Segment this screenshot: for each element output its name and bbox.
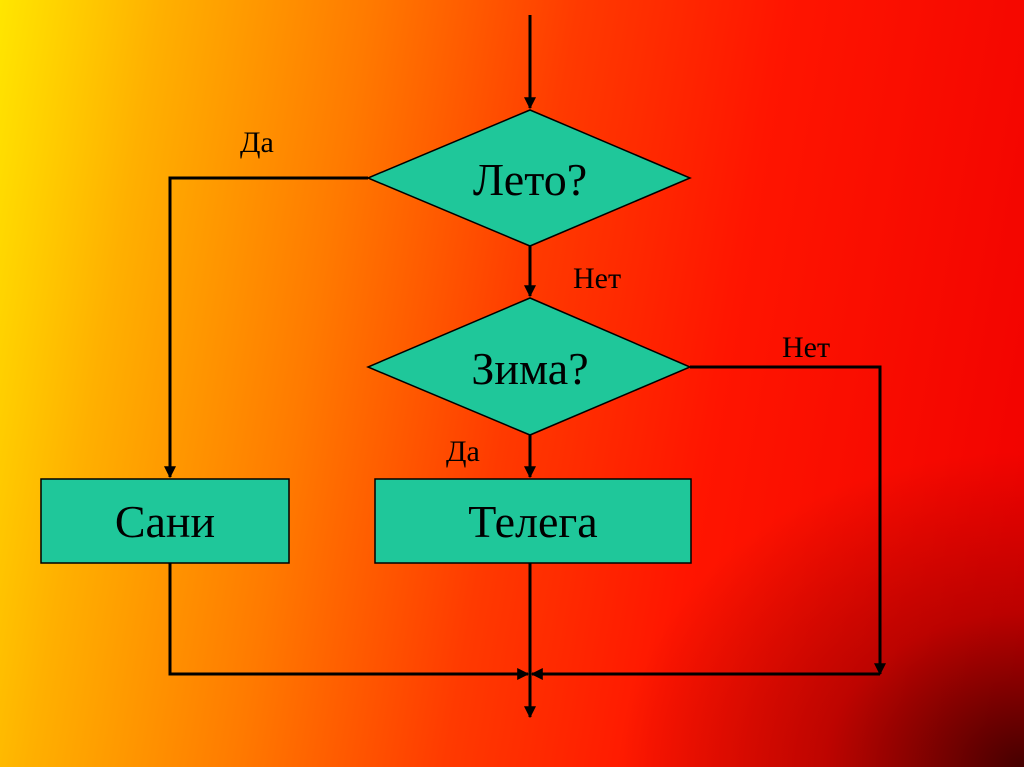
label-summer-no: Нет <box>573 262 621 295</box>
label-summer-yes: Да <box>240 126 274 159</box>
process-sled-box <box>40 478 290 564</box>
decision-summer-text: Лето? <box>473 154 587 205</box>
decision-summer-diamond <box>366 109 692 247</box>
label-winter-no: Нет <box>782 331 830 364</box>
sled-merge-connector <box>168 563 530 680</box>
decision-winter-text: Зима? <box>471 343 588 394</box>
process-cart-box <box>374 478 692 564</box>
process-cart-text: Телега <box>468 496 597 547</box>
summer-yes-connector <box>164 176 368 479</box>
process-sled-text: Сани <box>115 496 215 547</box>
decision-winter-diamond <box>366 297 692 436</box>
winter-no-connector <box>690 365 886 676</box>
label-winter-yes: Да <box>446 435 480 468</box>
